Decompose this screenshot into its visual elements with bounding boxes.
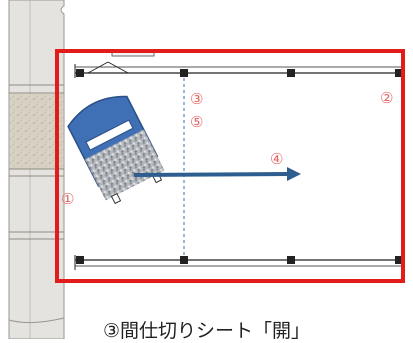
wall-column bbox=[8, 0, 65, 339]
bottom-rail bbox=[74, 255, 403, 270]
machine bbox=[67, 95, 165, 205]
label-5: ⑤ bbox=[190, 113, 203, 131]
caption: ③間仕切りシート「開」 bbox=[102, 320, 311, 342]
machine-window bbox=[85, 119, 134, 151]
label-2: ② bbox=[380, 89, 393, 107]
work-area-frame bbox=[55, 49, 405, 283]
top-rail bbox=[74, 61, 403, 78]
label-4: ④ bbox=[270, 150, 283, 168]
label-3: ③ bbox=[190, 90, 203, 108]
machine-blurred-section bbox=[84, 129, 165, 201]
concrete-section bbox=[10, 94, 63, 169]
movement-arrow bbox=[133, 167, 301, 181]
label-1: ① bbox=[61, 190, 74, 208]
